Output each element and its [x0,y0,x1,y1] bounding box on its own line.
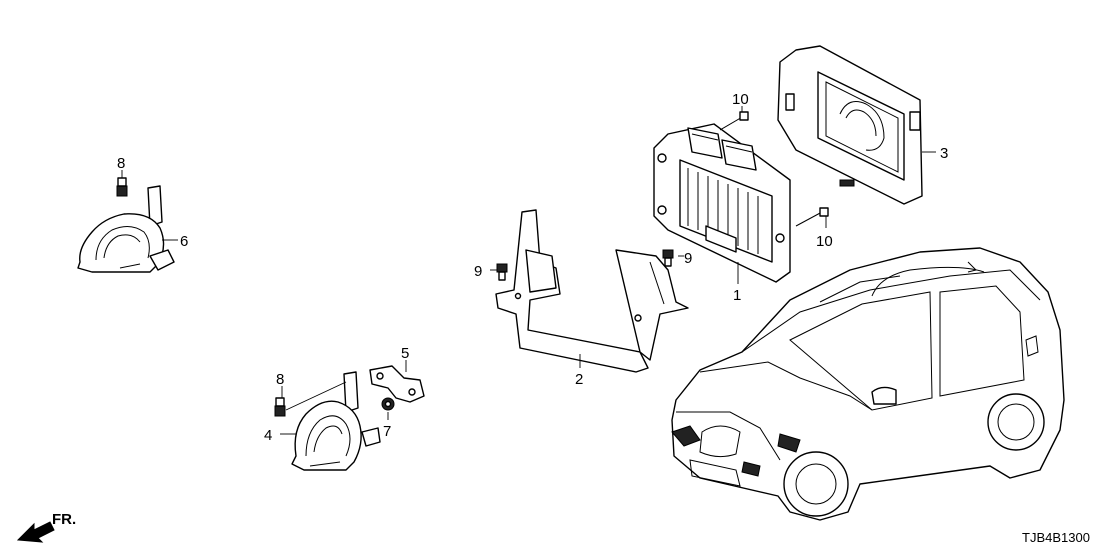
front-direction-indicator: FR. [16,511,76,543]
horn-upper [77,185,175,273]
bolt-8-lower [274,397,286,417]
bolt-9-left [496,263,508,281]
bracket-5 [369,365,425,403]
control-unit-1 [653,123,791,283]
diagram-code: TJB4B1300 [1022,530,1090,545]
callout-9-left: 9 [474,263,482,280]
vehicle-illustration [671,247,1065,521]
bolt-9-right [662,249,674,267]
bolt-10-upper [719,111,749,131]
front-arrow-icon [16,521,55,543]
cover-3 [777,45,923,205]
bolt-8-upper [116,177,128,197]
callout-10-lower: 10 [816,233,833,250]
nut-7 [381,397,395,411]
callout-4: 4 [264,427,272,444]
callout-1: 1 [733,287,741,304]
front-label: FR. [52,511,76,528]
callout-7: 7 [383,423,391,440]
horn-lower [291,371,381,471]
callout-5: 5 [401,345,409,362]
callout-3: 3 [940,145,948,162]
callout-9-right: 9 [684,250,692,267]
callout-8-lower: 8 [276,371,284,388]
callout-8-upper: 8 [117,155,125,172]
bolt-10-lower [795,207,829,227]
callout-labels: 1 2 3 4 5 6 7 8 8 9 9 10 10 [117,91,948,444]
callout-6: 6 [180,233,188,250]
callout-2: 2 [575,371,583,388]
leader-lines [121,106,936,435]
bracket-2 [495,209,689,373]
callout-10-upper: 10 [732,91,749,108]
